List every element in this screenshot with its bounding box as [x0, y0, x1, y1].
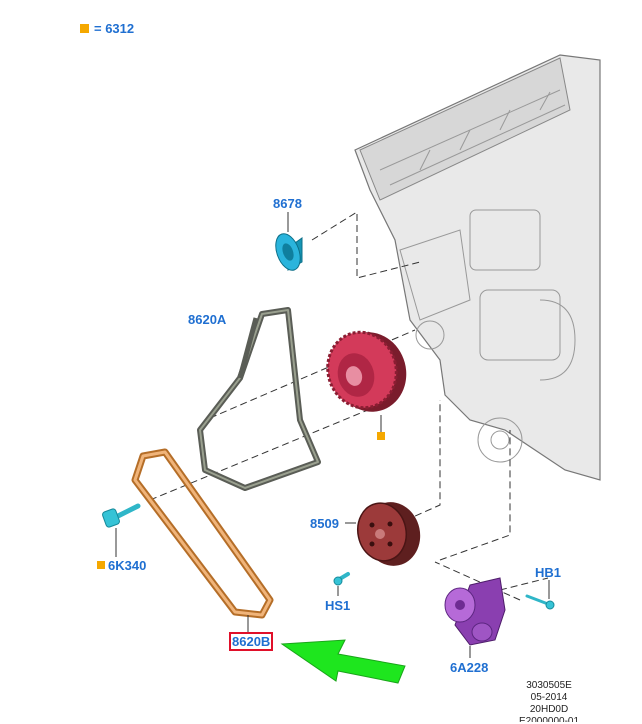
legend-text: = 6312 — [94, 21, 135, 36]
bolt-HS1[interactable] — [333, 572, 350, 596]
ref-code-4: E2000000-01 — [519, 716, 580, 722]
part-label-8620B-highlighted[interactable]: 8620B — [228, 632, 274, 651]
bolt-6K340[interactable] — [97, 503, 141, 569]
reference-codes: 3030505E 05-2014 20HD0D E2000000-01 — [519, 680, 579, 722]
marker-6312-crank — [377, 432, 385, 440]
part-label-6K340[interactable]: 6K340 — [108, 558, 147, 573]
legend: = 6312 — [80, 21, 134, 36]
ref-code-3: 20HD0D — [529, 704, 569, 715]
part-label-8620A[interactable]: 8620A — [188, 312, 227, 327]
idler-pulley-8678[interactable] — [271, 212, 305, 274]
ref-code-1: 3030505E — [526, 680, 572, 691]
ref-code-2: 05-2014 — [530, 692, 568, 703]
part-label-HB1[interactable]: HB1 — [535, 565, 562, 580]
part-label-HS1[interactable]: HS1 — [325, 598, 351, 613]
belt-8620B[interactable] — [131, 448, 274, 632]
crankshaft-pulley[interactable] — [319, 324, 415, 440]
tensioner-6A228[interactable] — [444, 577, 506, 658]
water-pump-pulley-8509[interactable] — [345, 497, 426, 571]
part-label-6A228[interactable]: 6A228 — [450, 660, 489, 675]
callout-arrow — [280, 639, 406, 684]
engine-block — [354, 54, 601, 481]
marker-6312-bolt — [97, 561, 105, 569]
part-label-8678[interactable]: 8678 — [273, 196, 302, 211]
legend-marker-icon — [80, 24, 89, 33]
bolt-HB1[interactable] — [525, 580, 555, 610]
part-label-8509[interactable]: 8509 — [310, 516, 339, 531]
belt-8620A[interactable] — [197, 307, 321, 491]
